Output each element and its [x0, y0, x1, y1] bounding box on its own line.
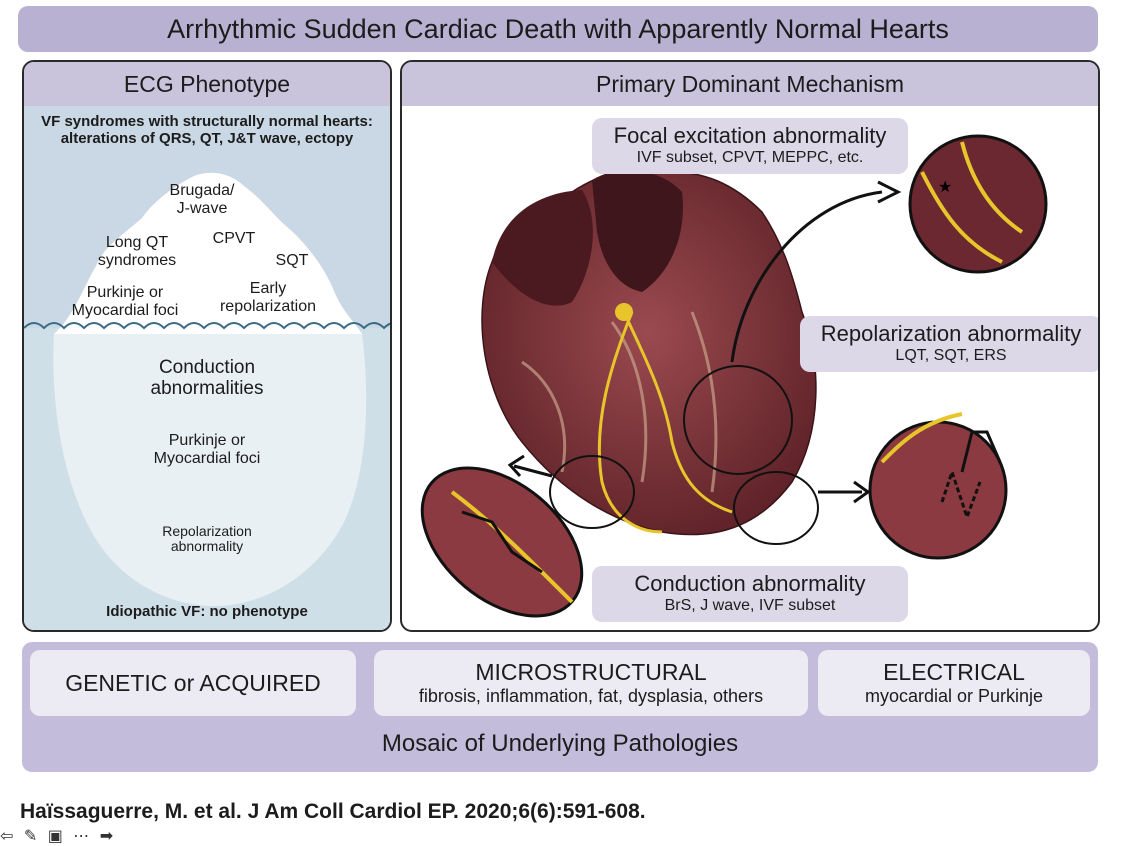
electrical-box: ELECTRICAL myocardial or Purkinje	[818, 650, 1090, 716]
ecg-phenotype-panel: ECG Phenotype VF syndromes with structur…	[22, 60, 392, 632]
label-brugada-1: Brugada/	[169, 182, 235, 199]
label-brugada-2: J-wave	[176, 199, 228, 217]
back-arrow-icon[interactable]: ⇦	[0, 828, 14, 845]
label-sqt: SQT	[275, 252, 309, 269]
repol-title: Repolarization abnormality	[820, 321, 1082, 346]
elec-detail: myocardial or Purkinje	[864, 686, 1044, 706]
subtitle-line-1: VF syndromes with structurally normal he…	[41, 113, 373, 130]
conduction-title: Conduction abnormality	[634, 571, 866, 596]
label-purkinje-below-1: Purkinje or	[168, 432, 246, 449]
label-purkinje-above-2: Myocardial foci	[71, 301, 179, 319]
label-early-2: repolarization	[219, 297, 317, 315]
microstructural-box: MICROSTRUCTURAL fibrosis, inflammation, …	[374, 650, 808, 716]
subtitle-line-2: alterations of QRS, QT, J&T wave, ectopy	[60, 129, 354, 147]
label-purkinje-above-1: Purkinje or	[86, 284, 164, 301]
slides-icon[interactable]: ▣	[47, 828, 63, 845]
label-repol-1: Repolarization	[162, 523, 252, 539]
micro-detail: fibrosis, inflammation, fat, dysplasia, …	[418, 686, 764, 706]
label-purkinje-below-2: Myocardial foci	[153, 449, 261, 467]
conduction-detail: BrS, J wave, IVF subset	[664, 597, 836, 614]
label-repol-2: abnormality	[170, 538, 244, 555]
mechanism-heading: Primary Dominant Mechanism	[402, 62, 1098, 106]
idiopathic-footer: Idiopathic VF: no phenotype	[106, 603, 308, 620]
iceberg-illustration	[24, 106, 390, 630]
focal-detail: IVF subset, CPVT, MEPPC, etc.	[636, 149, 864, 166]
micro-title: MICROSTRUCTURAL	[475, 659, 707, 685]
repolarization-box: Repolarization abnormality LQT, SQT, ERS	[800, 316, 1098, 372]
pathologies-band: GENETIC or ACQUIRED MICROSTRUCTURAL fibr…	[22, 642, 1098, 772]
main-title: Arrhythmic Sudden Cardiac Death with App…	[18, 6, 1098, 52]
genetic-label: GENETIC or ACQUIRED	[65, 669, 321, 696]
mechanism-panel: Primary Dominant Mechanism ★	[400, 60, 1100, 632]
ecg-phenotype-heading: ECG Phenotype	[24, 62, 390, 106]
citation: Haïssaguerre, M. et al. J Am Coll Cardio…	[20, 800, 646, 823]
heart-illustration: ★	[420, 134, 1048, 618]
focal-excitation-box: Focal excitation abnormality IVF subset,…	[592, 118, 908, 174]
svg-text:★: ★	[938, 179, 952, 196]
forward-arrow-icon[interactable]: ➡	[99, 828, 114, 845]
slide-toolbar: ⇦ ✎ ▣ ⋯ ➡	[0, 826, 119, 846]
label-conduction-1: Conduction	[158, 357, 256, 378]
label-early-1: Early	[249, 280, 287, 297]
conduction-box: Conduction abnormality BrS, J wave, IVF …	[592, 566, 908, 622]
more-icon[interactable]: ⋯	[73, 828, 90, 845]
genetic-box: GENETIC or ACQUIRED	[30, 650, 356, 716]
pen-icon[interactable]: ✎	[23, 828, 38, 845]
elec-title: ELECTRICAL	[883, 659, 1025, 685]
label-lqt-2: syndromes	[97, 251, 177, 269]
label-conduction-2: abnormalities	[150, 377, 264, 399]
label-lqt-1: Long QT	[105, 234, 169, 251]
focal-title: Focal excitation abnormality	[613, 123, 887, 148]
label-cpvt: CPVT	[212, 230, 256, 247]
mosaic-caption: Mosaic of Underlying Pathologies	[381, 730, 739, 757]
repol-detail: LQT, SQT, ERS	[895, 347, 1007, 364]
